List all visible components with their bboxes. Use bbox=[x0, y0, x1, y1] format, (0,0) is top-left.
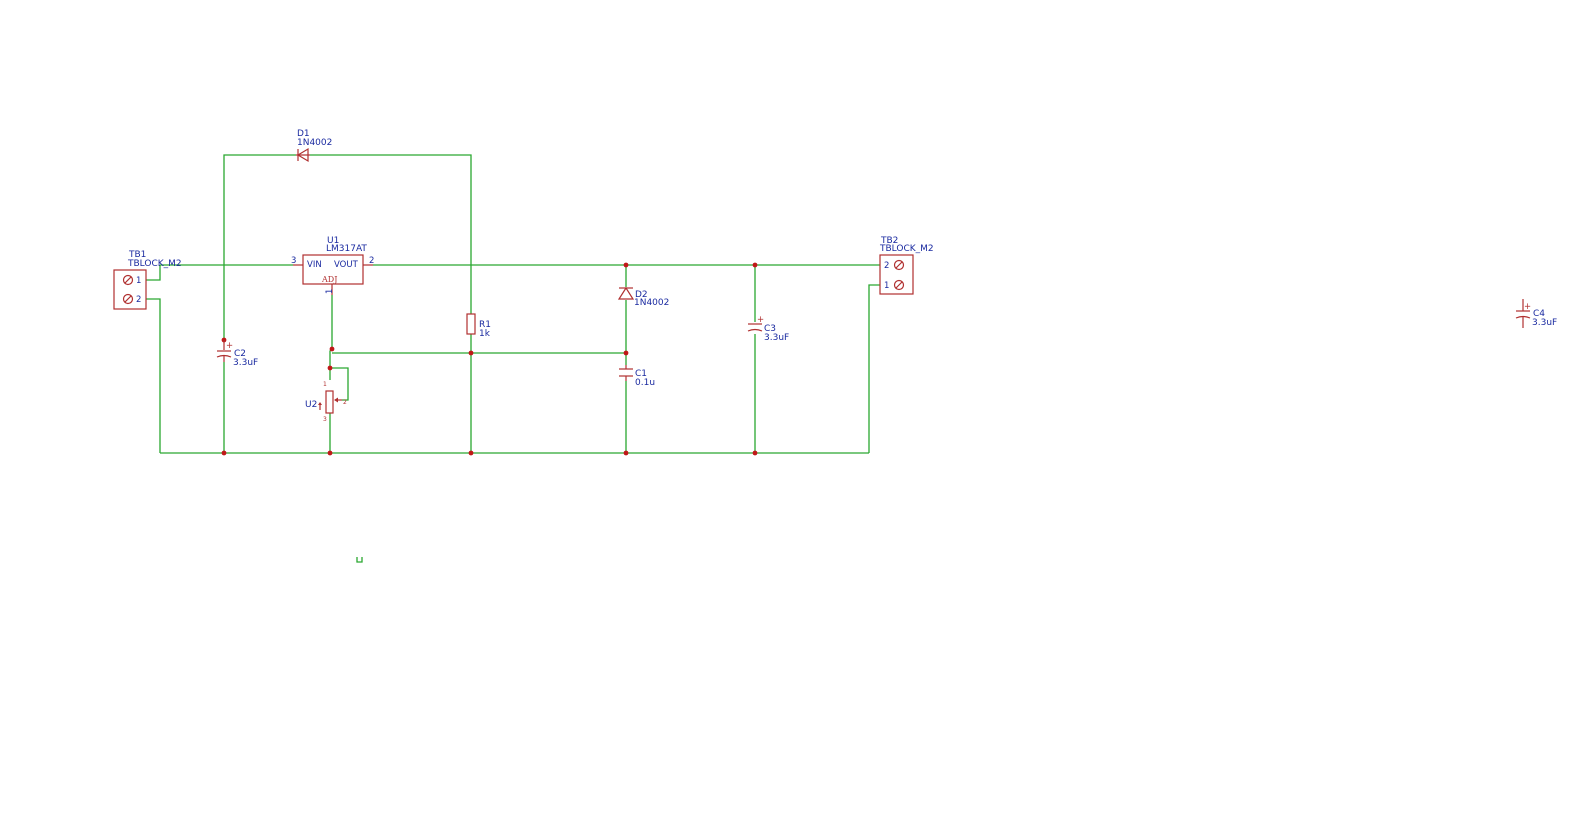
c2-value: 3.3uF bbox=[233, 358, 258, 368]
u2-body bbox=[325, 390, 334, 414]
junction bbox=[752, 262, 758, 268]
tb2-ref: TB2 bbox=[880, 236, 898, 246]
u1-pin-vin: VIN bbox=[307, 260, 322, 270]
junction bbox=[327, 450, 333, 456]
tb1-body bbox=[113, 269, 147, 310]
junction bbox=[329, 346, 335, 352]
junction bbox=[468, 350, 474, 356]
d1-diode[interactable]: D1 1N4002 bbox=[296, 129, 332, 163]
tb1-pin1-label: 1 bbox=[136, 276, 141, 286]
svg-text:1: 1 bbox=[323, 381, 327, 388]
r1-ref: R1 bbox=[479, 320, 491, 330]
junction bbox=[623, 450, 629, 456]
junction bbox=[327, 365, 333, 371]
u1-pin-vout: VOUT bbox=[334, 260, 359, 270]
u2-potentiometer[interactable]: 1 3 2 U2 bbox=[305, 381, 347, 423]
c4-plus: + bbox=[1524, 302, 1531, 312]
wire-tb2-pin1-stub bbox=[868, 284, 880, 453]
d2-triangle bbox=[617, 286, 635, 300]
r1-body bbox=[466, 313, 476, 335]
tb2-screw-1-icon bbox=[893, 279, 905, 291]
u1-ref: U1 bbox=[327, 236, 339, 246]
c2-plus: + bbox=[226, 341, 233, 351]
junctions bbox=[221, 262, 758, 456]
tb1-terminal-block[interactable]: TB1 TBLOCK_M2 1 2 bbox=[113, 250, 182, 310]
c3-ref: C3 bbox=[764, 324, 776, 334]
r1-value: 1k bbox=[479, 329, 491, 339]
svg-text:2: 2 bbox=[343, 399, 347, 406]
tb2-value: TBLOCK_M2 bbox=[879, 244, 934, 254]
u1-pin2-number: 2 bbox=[369, 256, 374, 266]
d2-ref: D2 bbox=[635, 290, 648, 300]
junction bbox=[623, 350, 629, 356]
wire-adj-node bbox=[329, 348, 333, 380]
d1-triangle bbox=[296, 147, 309, 163]
junction bbox=[221, 450, 227, 456]
wire-d1-left bbox=[223, 154, 296, 340]
wire-d1-right bbox=[310, 154, 472, 314]
c3-value: 3.3uF bbox=[764, 333, 789, 343]
u2-ref: U2 bbox=[305, 400, 317, 410]
svg-text:3: 3 bbox=[323, 416, 327, 423]
u1-value: LM317AT bbox=[326, 244, 367, 254]
r1-resistor[interactable]: R1 1k bbox=[466, 313, 491, 339]
tb1-screw-2-icon bbox=[122, 293, 134, 305]
c1-ref: C1 bbox=[635, 369, 647, 379]
junction bbox=[752, 450, 758, 456]
tb1-value: TBLOCK_M2 bbox=[127, 259, 182, 269]
tb2-terminal-block[interactable]: TB2 TBLOCK_M2 2 1 bbox=[879, 236, 934, 295]
c2-ref: C2 bbox=[234, 349, 246, 359]
wire-u2-wiper bbox=[330, 367, 349, 401]
c3-capacitor[interactable]: + C3 3.3uF bbox=[747, 315, 789, 343]
wires bbox=[146, 154, 880, 563]
tb2-screw-2-icon bbox=[893, 259, 905, 271]
c1-value: 0.1u bbox=[635, 378, 655, 388]
d2-diode[interactable]: D2 1N4002 bbox=[617, 286, 669, 308]
u1-pin3-number: 3 bbox=[291, 256, 296, 266]
tb2-pin1-label: 1 bbox=[884, 281, 889, 291]
tb1-ref: TB1 bbox=[128, 250, 146, 260]
c2-capacitor[interactable]: + C2 3.3uF bbox=[216, 340, 258, 368]
c1-capacitor[interactable]: C1 0.1u bbox=[619, 365, 655, 388]
tb1-screw-1-icon bbox=[122, 274, 134, 286]
c4-ref: C4 bbox=[1533, 309, 1545, 319]
tb2-pin2-label: 2 bbox=[884, 261, 889, 271]
u1-body bbox=[302, 254, 364, 285]
d1-ref: D1 bbox=[297, 129, 310, 139]
c3-plus: + bbox=[757, 315, 764, 325]
wire-tb1-pin1-stub bbox=[146, 265, 161, 281]
d1-value: 1N4002 bbox=[297, 138, 332, 148]
u1-pin1-number: 1 bbox=[325, 289, 335, 294]
d2-value: 1N4002 bbox=[634, 298, 669, 308]
wire-tb1-pin2-stub bbox=[146, 298, 161, 453]
stray-wire-fragment bbox=[356, 557, 363, 563]
tb2-body bbox=[879, 254, 914, 295]
u1-pin-adj: ADJ bbox=[321, 275, 337, 284]
junction bbox=[623, 262, 629, 268]
c4-value: 3.3uF bbox=[1532, 318, 1557, 328]
u1-regulator[interactable]: U1 LM317AT VIN VOUT ADJ 3 2 1 bbox=[291, 236, 374, 295]
c4-capacitor[interactable]: + C4 3.3uF bbox=[1515, 299, 1557, 328]
junction bbox=[468, 450, 474, 456]
c3-plate-bottom bbox=[747, 328, 763, 332]
tb1-pin2-label: 2 bbox=[136, 295, 141, 305]
